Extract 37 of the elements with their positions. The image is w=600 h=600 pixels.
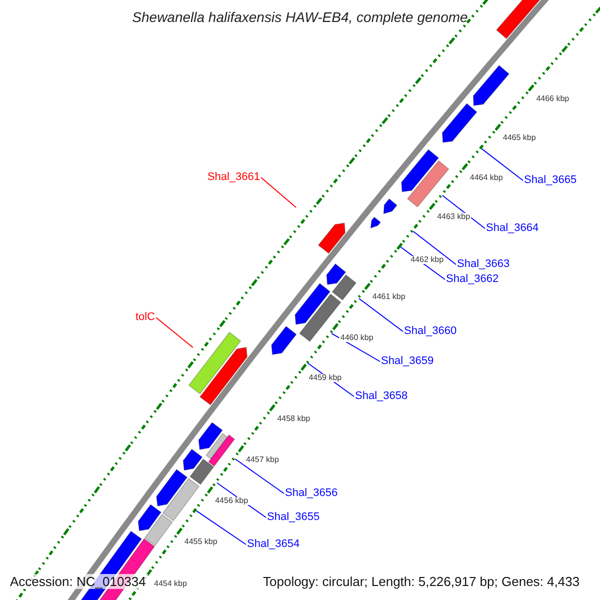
position-label: 4455 kbp: [183, 538, 218, 546]
position-label: 4462 kbp: [410, 256, 445, 264]
gene-label: Shal_3661: [207, 172, 260, 183]
gene-label: Shal_3662: [446, 274, 499, 285]
gene-label: Shal_3664: [486, 223, 539, 234]
gene-label: Shal_3659: [381, 356, 434, 367]
gene-label: Shal_3656: [285, 488, 338, 499]
position-label: 4466 kbp: [535, 95, 570, 103]
leader-line: [196, 510, 246, 545]
leader-line: [412, 230, 456, 265]
diagram-title: Shewanella halifaxensis HAW-EB4, complete genome: [131, 10, 469, 24]
gene-label: Shal_3665: [524, 175, 577, 186]
leader-line: [260, 177, 296, 208]
gene-label: Shal_3660: [404, 326, 457, 337]
position-label: 4458 kbp: [276, 414, 312, 423]
gene-label: Shal_3655: [267, 512, 320, 523]
position-label: 4461 kbp: [371, 293, 406, 302]
position-label: 4457 kbp: [245, 456, 280, 464]
position-label: 4465 kbp: [502, 134, 537, 142]
gene-label: Shal_3663: [457, 259, 510, 270]
accession-label: Accession: NC_010334: [8, 574, 148, 589]
position-label: 4460 kbp: [339, 334, 374, 342]
leader-line: [156, 317, 194, 348]
leader-line: [481, 148, 524, 181]
gene-label: Shal_3658: [355, 391, 408, 402]
leader-line: [331, 332, 380, 362]
gene-label: tolC: [135, 312, 155, 323]
leader-line: [358, 298, 404, 332]
gene-label: Shal_3654: [247, 539, 300, 550]
position-label: 4456 kbp: [214, 496, 250, 505]
leader-line: [234, 458, 284, 494]
position-label: 4459 kbp: [308, 374, 343, 382]
position-label: 4454 kbp: [153, 580, 188, 588]
leader-line: [442, 194, 486, 229]
genome-info-label: Topology: circular; Length: 5,226,917 bp; Genes: 4,433: [261, 574, 582, 589]
position-label: 4463 kbp: [436, 213, 472, 222]
position-label: 4464 kbp: [468, 174, 504, 182]
